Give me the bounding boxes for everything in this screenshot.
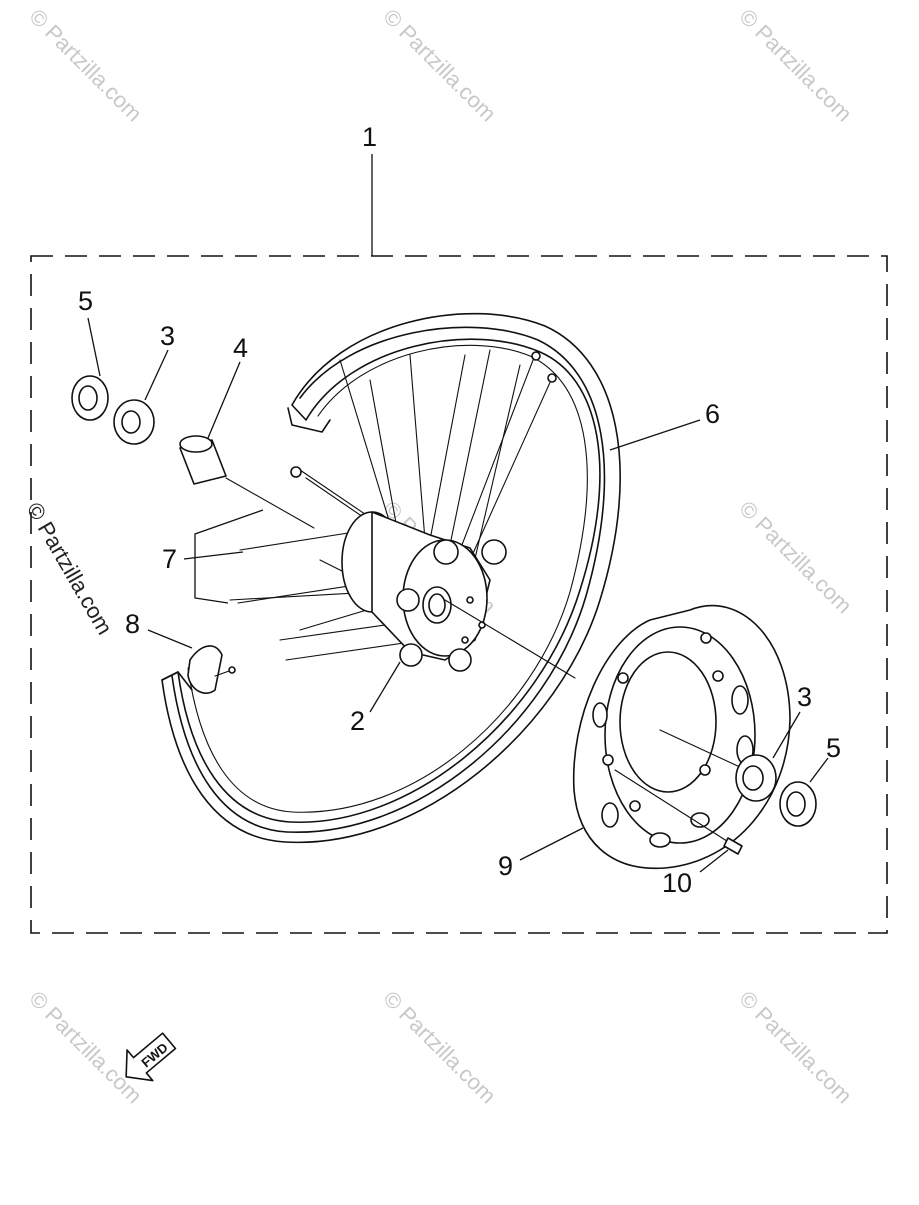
hub <box>341 511 576 679</box>
watermark-bottom-right: © Partzilla.com <box>734 986 857 1109</box>
watermark-mid-right: © Partzilla.com <box>734 496 857 619</box>
callout-8: 8 <box>125 609 140 639</box>
callout-5-left: 5 <box>78 286 93 316</box>
rim <box>161 312 621 844</box>
leader-lines <box>87 317 829 873</box>
assembly-frame <box>30 154 888 934</box>
watermark-bottom-center: © Partzilla.com <box>378 986 501 1109</box>
callout-4: 4 <box>233 333 248 363</box>
bolt <box>614 769 743 855</box>
brake-disc <box>572 604 791 870</box>
callout-1: 1 <box>362 122 377 152</box>
right-bearing-and-seal <box>735 754 817 827</box>
callout-3-right: 3 <box>797 682 812 712</box>
watermark-bottom-left: © Partzilla.com <box>24 986 147 1109</box>
callout-5-right: 5 <box>826 733 841 763</box>
callout-2: 2 <box>350 706 365 736</box>
callout-10: 10 <box>662 868 692 898</box>
collar <box>179 435 315 529</box>
left-bearing-and-seal <box>71 375 155 445</box>
watermark-top-center: © Partzilla.com <box>378 4 501 127</box>
assembly-boundary <box>30 255 888 934</box>
callout-9: 9 <box>498 851 513 881</box>
tube-protector <box>187 645 236 694</box>
watermark-top-right: © Partzilla.com <box>734 4 857 127</box>
callouts: 1 5 3 4 6 7 8 2 3 5 9 10 <box>78 122 841 898</box>
callout-3-left: 3 <box>160 321 175 351</box>
watermark-top-left: © Partzilla.com <box>24 4 147 127</box>
watermark-side-left: © Partzilla.com <box>22 498 118 639</box>
callout-6: 6 <box>705 399 720 429</box>
callout-7: 7 <box>162 544 177 574</box>
